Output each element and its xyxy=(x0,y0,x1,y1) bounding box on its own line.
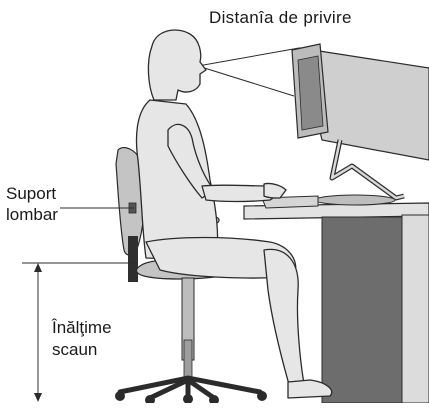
chair-base xyxy=(117,375,263,401)
seat-height-dimension xyxy=(22,262,136,402)
desk-leg-dark xyxy=(321,216,403,404)
desk xyxy=(243,202,429,404)
person-foot xyxy=(287,379,333,399)
chair-casters xyxy=(115,391,267,405)
person-head xyxy=(147,29,207,101)
sight-lines xyxy=(197,47,300,97)
seat-height-label-line1: Înălţime xyxy=(52,318,112,337)
monitor-screen xyxy=(297,55,324,131)
person-thigh xyxy=(145,236,297,279)
lumbar-support-label-line2: lombar xyxy=(6,205,58,224)
monitor xyxy=(291,43,429,206)
chair-back-post xyxy=(128,236,138,282)
monitor-arm-inner xyxy=(330,139,405,200)
keyboard xyxy=(261,195,319,209)
lumbar-support-label-line1: Suport xyxy=(6,184,57,203)
viewing-distance-label: Distanîa de privire xyxy=(209,8,352,27)
person-lower-leg xyxy=(263,248,305,389)
person-upper-arm xyxy=(167,123,215,199)
seated-person xyxy=(135,29,333,399)
seat-height-label-line2: scaun xyxy=(52,340,98,359)
desk-leg-light xyxy=(401,214,429,404)
monitor-base xyxy=(314,194,396,206)
person-hand xyxy=(263,182,287,199)
chair-column-lower xyxy=(183,339,193,379)
